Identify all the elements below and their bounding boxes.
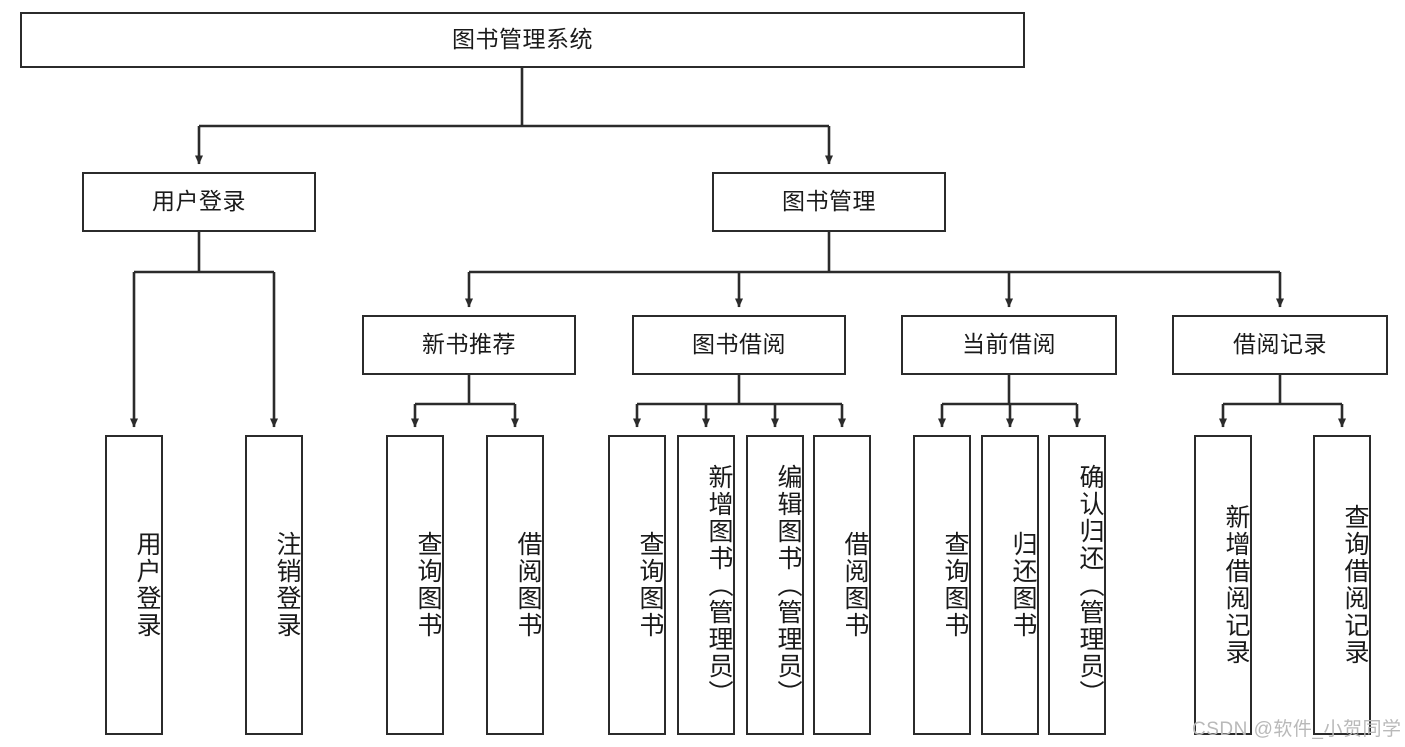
node-leaf-edit-book[interactable]: 编辑图书（管理员） — [746, 435, 804, 735]
node-leaf-return-book[interactable]: 归还图书 — [981, 435, 1039, 735]
node-book-manage[interactable]: 图书管理 — [712, 172, 946, 232]
node-leaf-logout[interactable]: 注销登录 — [245, 435, 303, 735]
node-leaf-query-book-3-label: 查询图书 — [941, 531, 969, 639]
node-leaf-edit-book-label: 编辑图书（管理员） — [774, 463, 802, 707]
node-leaf-borrow-book-2[interactable]: 借阅图书 — [813, 435, 871, 735]
node-leaf-add-record[interactable]: 新增借阅记录 — [1194, 435, 1252, 735]
node-leaf-user-login-label: 用户登录 — [133, 531, 161, 639]
node-leaf-add-record-label: 新增借阅记录 — [1222, 504, 1250, 666]
node-leaf-borrow-book-1[interactable]: 借阅图书 — [486, 435, 544, 735]
node-leaf-query-record-label: 查询借阅记录 — [1341, 504, 1369, 666]
node-leaf-query-book-3[interactable]: 查询图书 — [913, 435, 971, 735]
node-book-borrow[interactable]: 图书借阅 — [632, 315, 846, 375]
node-leaf-query-book-2-label: 查询图书 — [636, 531, 664, 639]
csdn-watermark: CSDN @软件_小贺同学 — [1192, 719, 1402, 740]
node-borrow-record-label: 借阅记录 — [1233, 331, 1327, 358]
node-leaf-borrow-book-2-label: 借阅图书 — [841, 531, 869, 639]
node-user-login-label: 用户登录 — [152, 188, 246, 215]
node-root[interactable]: 图书管理系统 — [20, 12, 1025, 68]
node-user-login[interactable]: 用户登录 — [82, 172, 316, 232]
node-leaf-return-book-label: 归还图书 — [1009, 531, 1037, 639]
node-leaf-query-book-1-label: 查询图书 — [414, 531, 442, 639]
node-root-label: 图书管理系统 — [452, 26, 593, 53]
node-book-manage-label: 图书管理 — [782, 188, 876, 215]
node-leaf-user-login[interactable]: 用户登录 — [105, 435, 163, 735]
node-leaf-query-book-2[interactable]: 查询图书 — [608, 435, 666, 735]
node-leaf-add-book[interactable]: 新增图书（管理员） — [677, 435, 735, 735]
node-leaf-borrow-book-1-label: 借阅图书 — [514, 531, 542, 639]
node-current-borrow-label: 当前借阅 — [962, 331, 1056, 358]
node-borrow-record[interactable]: 借阅记录 — [1172, 315, 1388, 375]
node-leaf-query-book-1[interactable]: 查询图书 — [386, 435, 444, 735]
node-leaf-confirm-return[interactable]: 确认归还（管理员） — [1048, 435, 1106, 735]
node-current-borrow[interactable]: 当前借阅 — [901, 315, 1117, 375]
node-leaf-query-record[interactable]: 查询借阅记录 — [1313, 435, 1371, 735]
node-leaf-logout-label: 注销登录 — [273, 531, 301, 639]
node-leaf-add-book-label: 新增图书（管理员） — [705, 463, 733, 707]
node-new-book-rec-label: 新书推荐 — [422, 331, 516, 358]
node-leaf-confirm-return-label: 确认归还（管理员） — [1076, 463, 1104, 707]
node-book-borrow-label: 图书借阅 — [692, 331, 786, 358]
node-new-book-rec[interactable]: 新书推荐 — [362, 315, 576, 375]
